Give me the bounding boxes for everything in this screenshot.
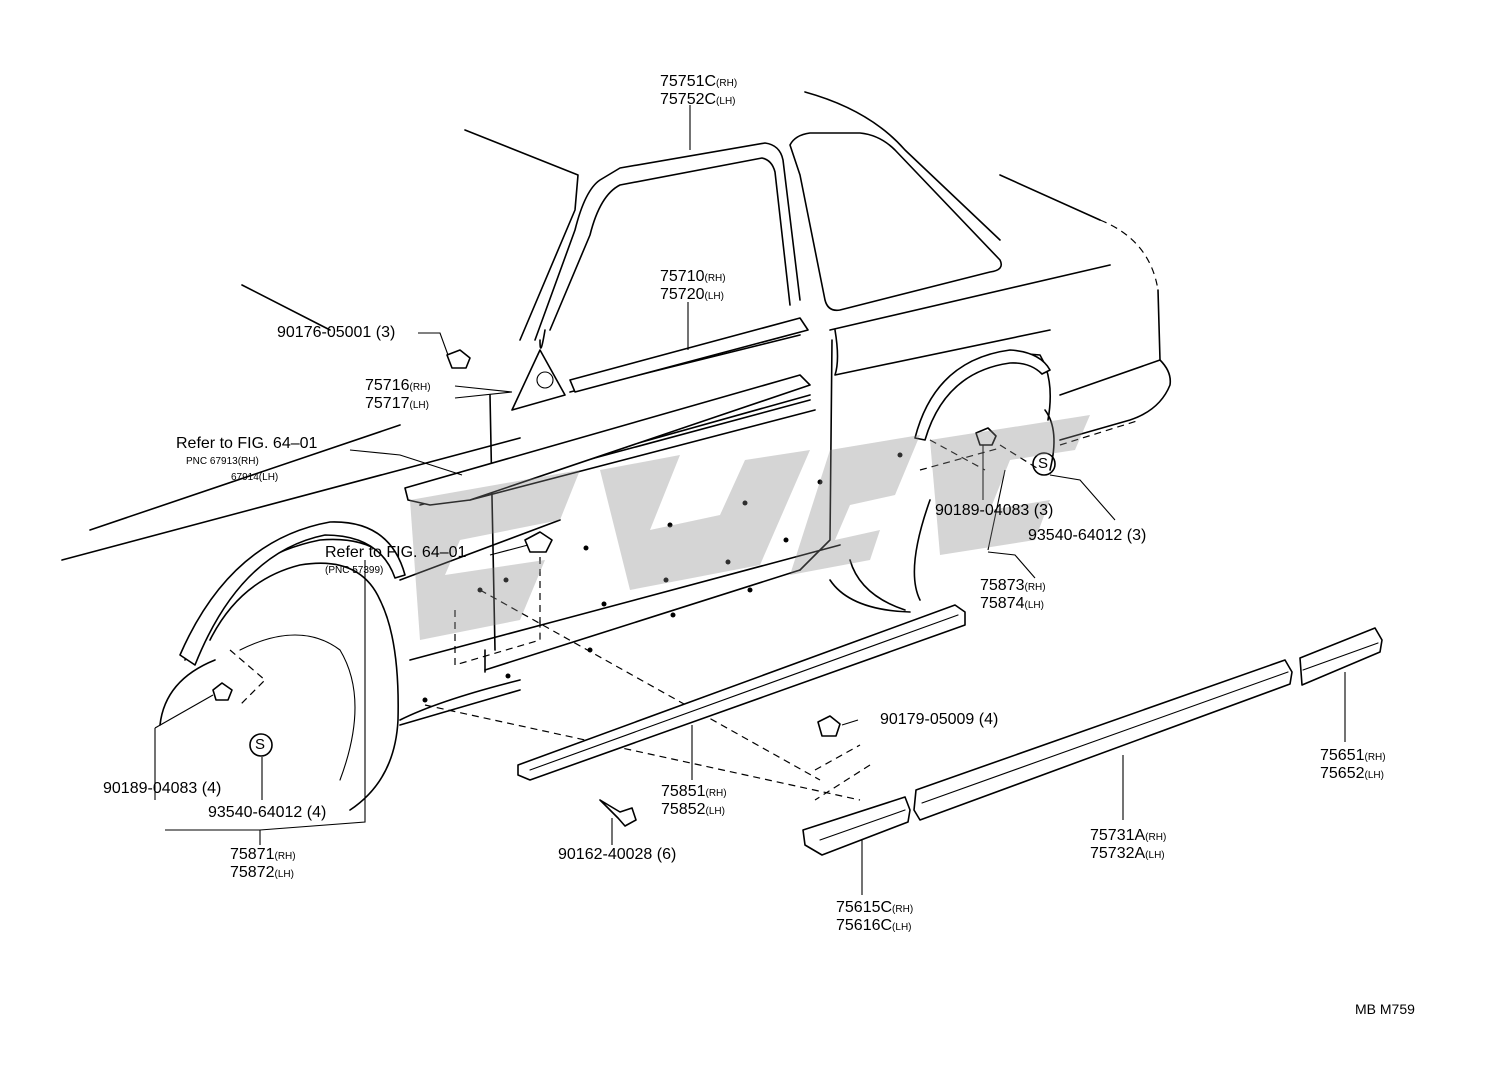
label-refer-lower: Refer to FIG. 64–01 (PNC 57399): [325, 544, 467, 577]
label-side-molding-rear: 75651(RH) 75652(LH): [1320, 747, 1386, 782]
label-rear-screw: 93540-64012 (3): [1028, 527, 1147, 544]
label-side-molding-mid: 75731A(RH) 75732A(LH): [1090, 827, 1167, 862]
label-nut: 90179-05009 (4): [880, 711, 999, 728]
label-screw-rocker: 90162-40028 (6): [558, 846, 677, 863]
screw-marker-front: S: [255, 736, 266, 753]
label-rear-arch: 75873(RH) 75874(LH): [980, 577, 1046, 612]
label-belt-molding-upper: 75751C(RH) 75752C(LH): [660, 73, 738, 108]
label-rear-clip: 90189-04083 (3): [935, 502, 1054, 519]
label-clip-door: 90176-05001 (3): [277, 324, 396, 341]
diagram-code: MB M759: [1355, 1001, 1415, 1017]
label-belt-molding-door: 75710(RH) 75720(LH): [660, 268, 726, 303]
label-side-molding-front: 75615C(RH) 75616C(LH): [836, 899, 914, 934]
label-front-screw: 93540-64012 (4): [208, 804, 327, 821]
label-front-clip: 90189-04083 (4): [103, 780, 222, 797]
label-rocker-molding: 75851(RH) 75852(LH): [661, 783, 727, 818]
parts-shapes: [179, 317, 1383, 856]
label-front-arch: 75871(RH) 75872(LH): [230, 846, 296, 881]
label-corner-piece: 75716(RH) 75717(LH): [365, 377, 431, 412]
label-refer-upper: Refer to FIG. 64–01 PNC 67913(RH) 67914(…: [176, 435, 318, 484]
watermark: [410, 415, 1090, 640]
screw-marker-rear: S: [1038, 455, 1049, 472]
leader-lines: [154, 105, 1346, 895]
